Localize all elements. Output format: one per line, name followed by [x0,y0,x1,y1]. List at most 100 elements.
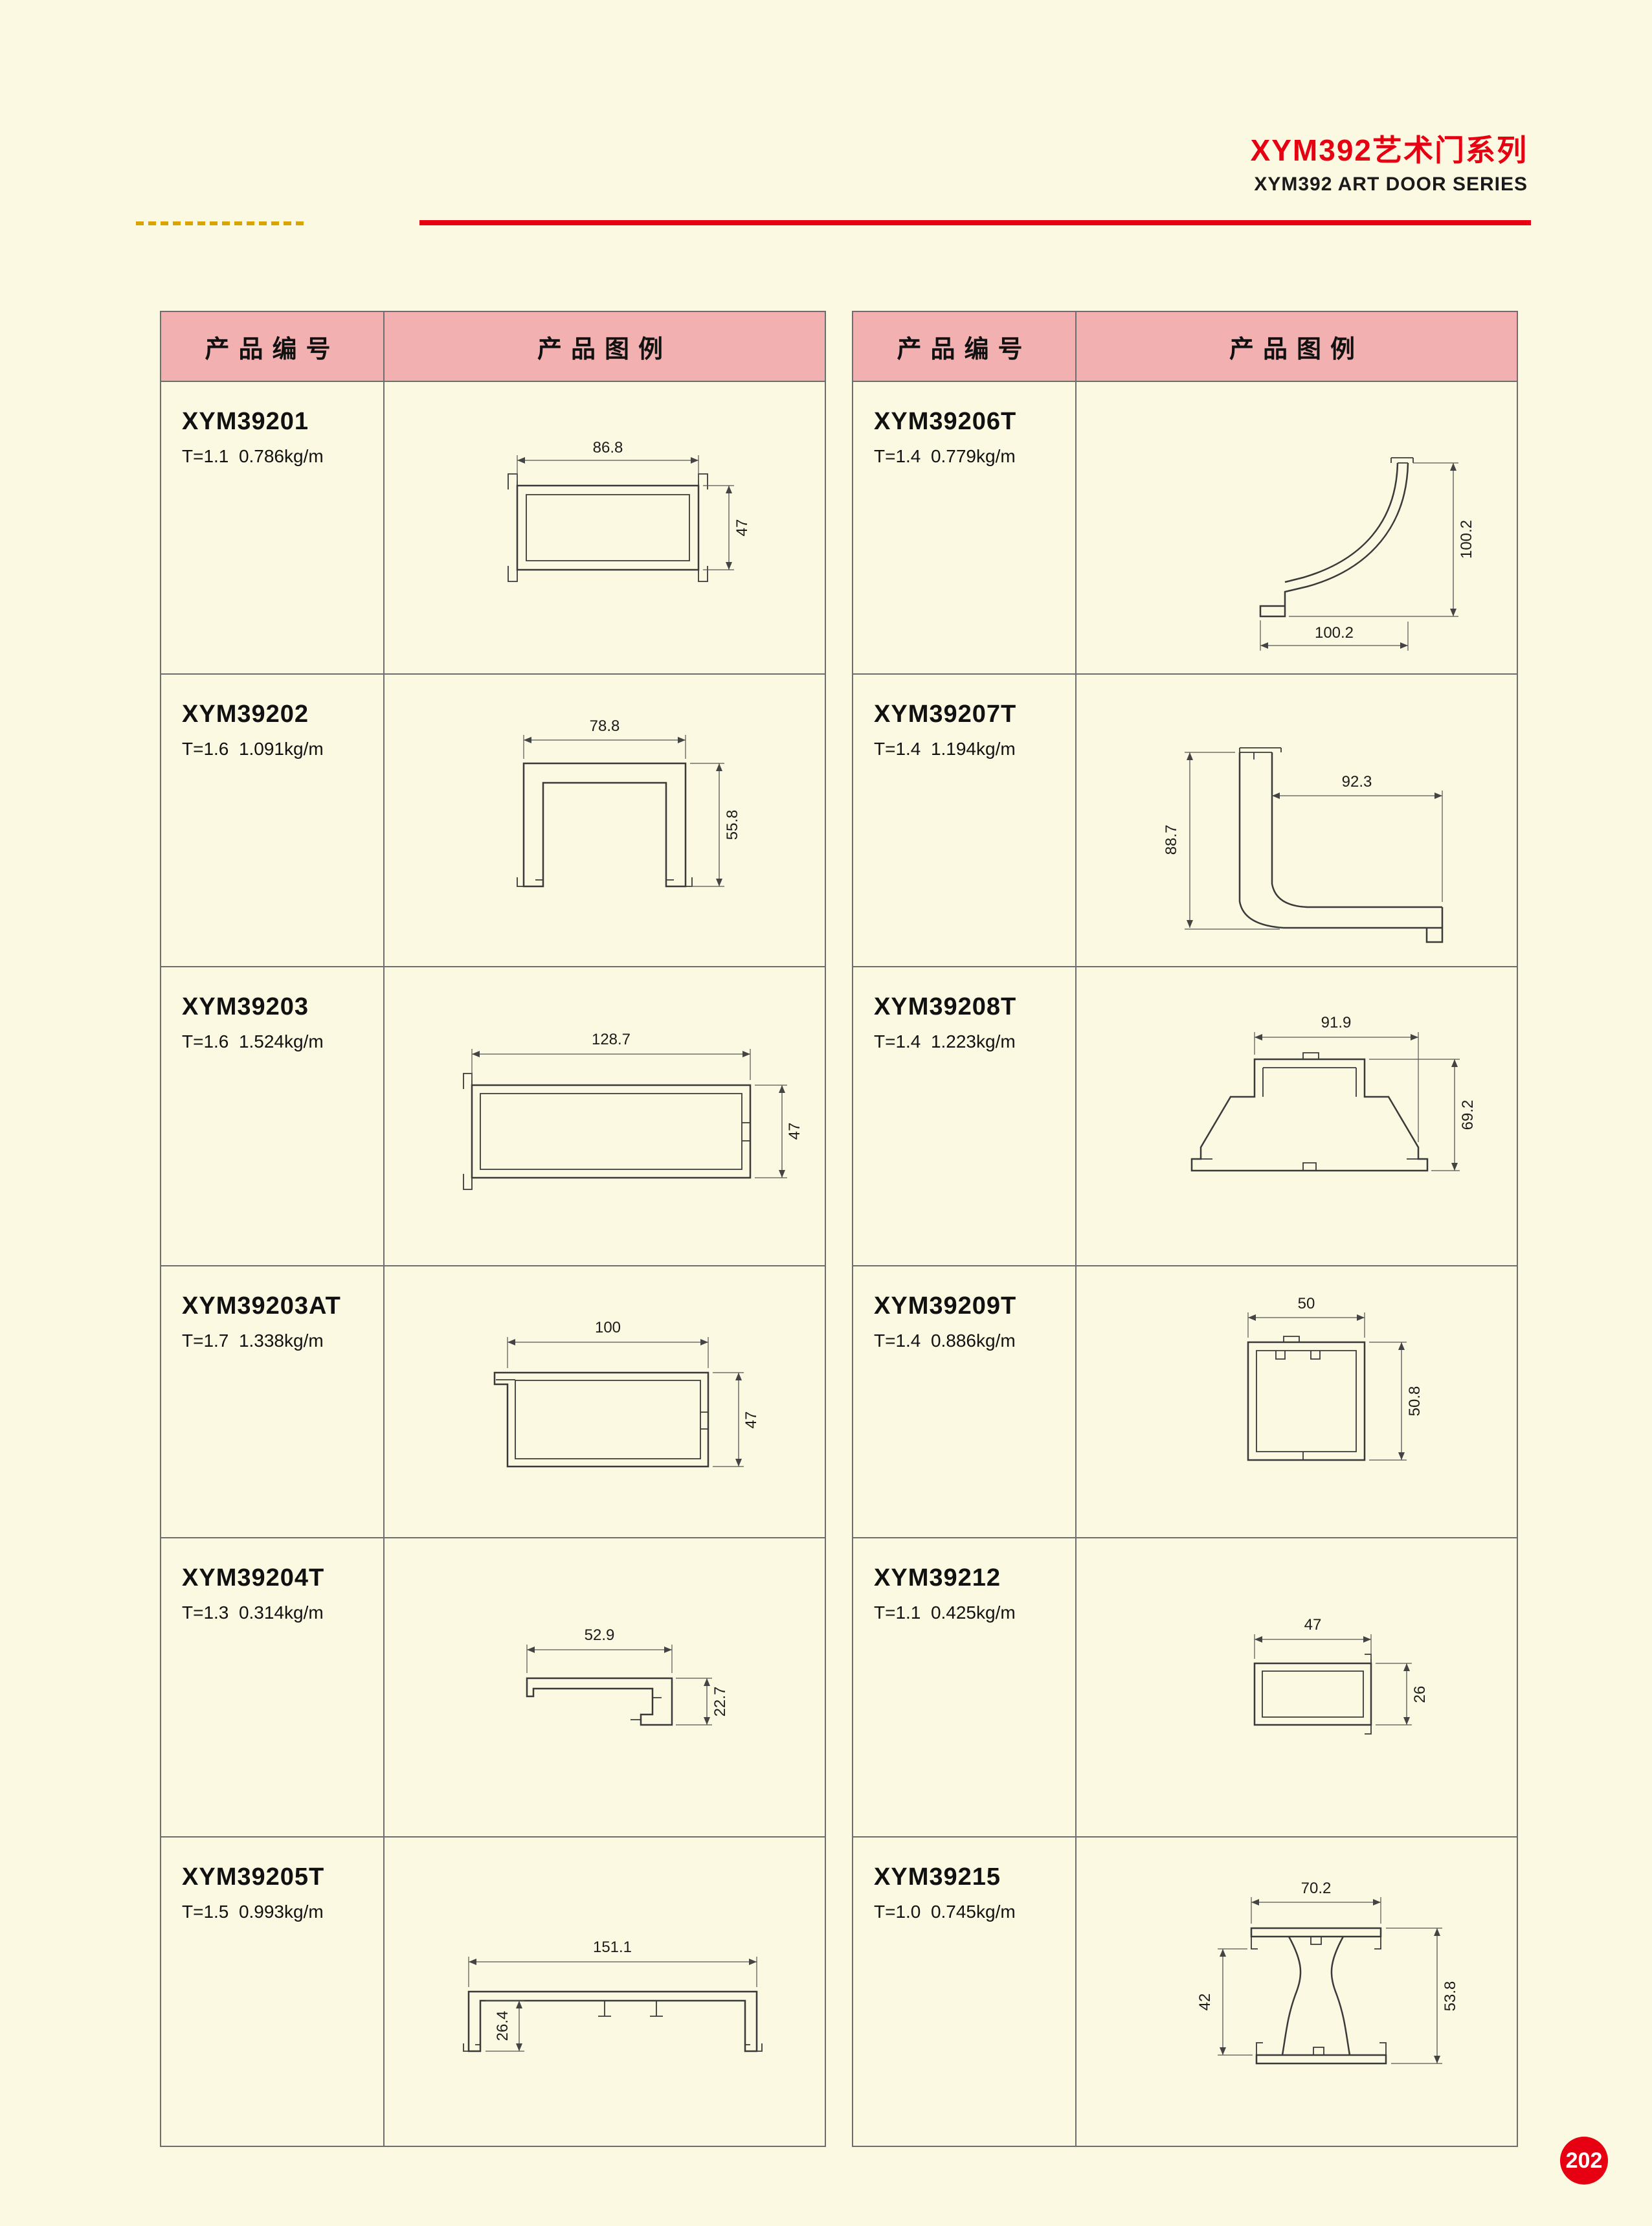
product-spec: T=1.4 1.194kg/m [874,739,1016,759]
dimension-width: 78.8 [523,717,686,759]
gold-dashed-rule [136,221,306,225]
product-cell: XYM39207T T=1.4 1.194kg/m [853,675,1077,966]
red-rule [419,220,1531,225]
dimension-height: 100.2 [1289,462,1475,617]
drawing-cell: 128.7 47 [385,967,825,1265]
dim-width-label: 78.8 [590,717,620,735]
profile-drawing-xym39208t: 91.9 69.2 [1190,1014,1477,1172]
dimension-width: 70.2 [1251,1880,1381,1924]
dimension-width: 92.3 [1272,773,1443,902]
table-row: XYM39202 T=1.6 1.091kg/m 78.8 [161,675,825,967]
product-cell: XYM39212 T=1.1 0.425kg/m [853,1538,1077,1836]
dim-height-label: 50.8 [1406,1386,1423,1417]
product-cell: XYM39206T T=1.4 0.779kg/m [853,382,1077,673]
product-code: XYM39201 [182,408,309,435]
profile-outline [1247,1336,1366,1461]
dim-height-label: 55.8 [724,810,741,840]
dim-width-label: 52.9 [585,1626,615,1644]
product-spec: T=1.4 0.886kg/m [874,1331,1016,1351]
dim-height-label: 69.2 [1459,1100,1477,1130]
table-row: XYM39205T T=1.5 0.993kg/m 151.1 [161,1838,825,2146]
product-code: XYM39203 [182,993,309,1020]
header-product-drawing: 产品图例 [1229,335,1364,363]
profile-outline [508,473,708,582]
product-spec: T=1.6 1.091kg/m [182,739,324,759]
dim-height-label: 47 [733,519,751,537]
dimension-width: 128.7 [471,1031,751,1080]
profile-outline [526,1677,673,1726]
profile-drawing-xym39207t: 88.7 92.3 [1163,747,1444,943]
dimension-height: 50.8 [1369,1342,1423,1461]
header-product-code: 产品编号 [161,312,385,381]
product-spec: T=1.4 1.223kg/m [874,1031,1016,1051]
product-code: XYM39202 [182,701,309,728]
drawing-cell: 91.9 69.2 [1077,967,1517,1265]
drawing-cell: 151.1 26.4 [385,1838,825,2146]
dimension-height: 69.2 [1369,1059,1477,1171]
profile-drawing-xym39204t: 52.9 22.7 [526,1626,729,1726]
dim-width-label: 70.2 [1301,1880,1332,1897]
table-row: XYM39215 T=1.0 0.745kg/m 70.2 [853,1838,1517,2146]
dim-width-label: 128.7 [592,1031,631,1048]
dimension-width: 151.1 [468,1939,757,1987]
header-rule [136,220,1531,227]
product-code: XYM39205T [182,1863,325,1891]
dimension-width: 86.8 [517,439,699,480]
profile-drawing-xym39205t: 151.1 26.4 [463,1939,763,2052]
product-code: XYM39203AT [182,1292,341,1320]
table-row: XYM39206T T=1.4 0.779kg/m 100.2 [853,382,1517,675]
header-product-drawing: 产品图例 [537,335,672,363]
dim-width-label: 100 [595,1319,621,1336]
dimension-height: 26.4 [486,2000,524,2052]
dim-height-label: 88.7 [1163,825,1180,855]
catalog-tables: 产品编号 产品图例 XYM39201 T=1.1 0.786kg/m [160,311,1518,2147]
profile-outline [1190,1052,1429,1172]
table-row: XYM39212 T=1.1 0.425kg/m 47 [853,1538,1517,1838]
table-row: XYM39209T T=1.4 0.886kg/m 50 [853,1266,1517,1538]
dim-width-label: 86.8 [593,439,623,456]
profile-drawing-xym39203: 128.7 47 [463,1031,803,1190]
profile-outline [1250,1927,1387,2065]
dimension-height-right: 53.8 [1386,1928,1459,2064]
dim-width-label: 91.9 [1321,1014,1352,1031]
table-row: XYM39203AT T=1.7 1.338kg/m 100 [161,1266,825,1538]
profile-drawing-xym39206t: 100.2 100.2 [1259,457,1475,651]
right-table: 产品编号 产品图例 XYM39206T T=1.4 0.779kg/m [852,311,1518,2147]
table-header-row: 产品编号 产品图例 [853,312,1517,382]
product-code: XYM39212 [874,1564,1001,1591]
product-spec: T=1.6 1.524kg/m [182,1031,324,1051]
dim-height-label: 22.7 [711,1687,729,1717]
drawing-cell: 100 47 [385,1266,825,1537]
product-spec: T=1.1 0.425kg/m [874,1602,1016,1623]
profile-drawing-xym39201: 86.8 47 [508,439,751,582]
dim-width-label: 151.1 [593,1939,632,1956]
dim-width-label: 50 [1298,1295,1315,1312]
page-title: XYM392艺术门系列 [1250,133,1528,167]
product-spec: T=1.0 0.745kg/m [874,1902,1016,1922]
dim-height-label: 47 [742,1411,760,1429]
header-product-code: 产品编号 [853,312,1077,381]
product-spec: T=1.4 0.779kg/m [874,446,1016,466]
profile-drawing-xym39202: 78.8 55.8 [517,717,741,888]
product-cell: XYM39203 T=1.6 1.524kg/m [161,967,385,1265]
dimension-width: 100.2 [1260,620,1409,651]
product-spec: T=1.7 1.338kg/m [182,1331,324,1351]
dim-height-label: 100.2 [1458,520,1475,559]
table-row: XYM39203 T=1.6 1.524kg/m 128.7 [161,967,825,1266]
product-cell: XYM39201 T=1.1 0.786kg/m [161,382,385,673]
profile-outline [493,1371,709,1468]
product-cell: XYM39204T T=1.3 0.314kg/m [161,1538,385,1836]
drawing-cell: 70.2 42 53.8 [1077,1838,1517,2146]
dim-height-left-label: 42 [1196,1994,1214,2011]
dimension-height: 22.7 [676,1678,729,1726]
dim-width-label: 92.3 [1342,773,1372,791]
table-row: XYM39204T T=1.3 0.314kg/m 52.9 [161,1538,825,1838]
dimension-width: 52.9 [526,1626,673,1673]
left-table: 产品编号 产品图例 XYM39201 T=1.1 0.786kg/m [160,311,826,2147]
drawing-cell: 78.8 55.8 [385,675,825,966]
profile-outline [1238,747,1444,943]
table-row: XYM39201 T=1.1 0.786kg/m 86.8 [161,382,825,675]
product-code: XYM39204T [182,1564,325,1591]
drawing-cell: 47 26 [1077,1538,1517,1836]
product-code: XYM39208T [874,993,1017,1020]
